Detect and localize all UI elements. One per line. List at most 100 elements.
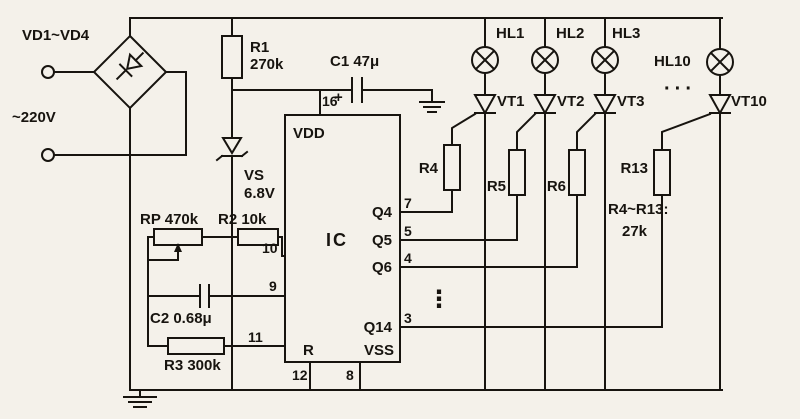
potentiometer-rp: RP 470k bbox=[140, 211, 239, 261]
lamp-hl3-cross bbox=[594, 49, 616, 71]
vt1-label: VT1 bbox=[497, 93, 525, 110]
rp-body bbox=[153, 228, 203, 246]
channel-3: HL3 VT3 R6 bbox=[547, 17, 645, 391]
lamp-hl1-cross bbox=[474, 49, 496, 71]
ground-symbol-c1 bbox=[419, 101, 445, 113]
r5-label: R5 bbox=[487, 178, 506, 195]
output-wiring bbox=[399, 189, 663, 328]
capacitor-c2: C2 0.68μ bbox=[147, 284, 286, 327]
c1-label: C1 47μ bbox=[330, 53, 379, 70]
resistor-r2: R2 10k bbox=[218, 211, 286, 257]
ic-pin-12: 12 bbox=[292, 367, 308, 383]
rp-wiper-lead bbox=[147, 250, 179, 261]
r1-name: R1 bbox=[250, 39, 269, 56]
ac-input: ~220V bbox=[12, 65, 187, 162]
ic-output-q5: Q5 bbox=[372, 232, 392, 249]
r1-value: 270k bbox=[250, 56, 284, 73]
hl2-label: HL2 bbox=[556, 25, 584, 42]
vt2-gate-wire bbox=[516, 112, 537, 151]
ic-pin-9: 9 bbox=[269, 278, 277, 294]
ic-pin-11: 11 bbox=[248, 329, 263, 345]
ac-wire-bottom bbox=[53, 71, 187, 156]
ic-output-q6: Q6 bbox=[372, 259, 392, 276]
bridge-rectifier: VD1~VD4 bbox=[22, 17, 168, 110]
annotations: R4~R13: 27k ··· ⋮ bbox=[427, 78, 696, 313]
vt10-gate-wire bbox=[661, 112, 712, 151]
outputs-ellipsis: ⋮ bbox=[427, 286, 451, 313]
thyristor-vt3-triangle bbox=[593, 94, 617, 116]
ic-pin-3: 3 bbox=[404, 310, 412, 326]
ground-symbol-main bbox=[123, 389, 157, 408]
q5-output-wire bbox=[399, 194, 518, 241]
r3-label: R3 300k bbox=[164, 357, 221, 374]
vt1-gate-wire bbox=[451, 112, 477, 146]
vs-value: 6.8V bbox=[244, 185, 275, 202]
ic-name: IC bbox=[326, 230, 348, 250]
c1-polarity-sign: + bbox=[334, 89, 343, 106]
ic-pin-8: 8 bbox=[346, 367, 354, 383]
vt10-label: VT10 bbox=[731, 93, 767, 110]
lamp-hl10-cross bbox=[709, 51, 731, 73]
r2-label: R2 10k bbox=[218, 211, 267, 228]
bridge-diode-triangle bbox=[125, 52, 144, 71]
bridge-label: VD1~VD4 bbox=[22, 27, 90, 44]
q4-output-wire bbox=[399, 189, 453, 213]
ic-pin-5: 5 bbox=[404, 223, 412, 239]
vs-name: VS bbox=[244, 167, 264, 184]
ic-block: IC VDD R VSS Q4 Q5 Q6 Q14 16 7 5 4 3 10 … bbox=[248, 93, 412, 391]
thyristor-vt10-triangle bbox=[708, 94, 732, 116]
ic-pin-7: 7 bbox=[404, 195, 412, 211]
bridge-diode-lead-bottom bbox=[115, 68, 128, 81]
c2-label: C2 0.68μ bbox=[150, 310, 212, 327]
vs-zener-wing-left bbox=[215, 154, 224, 162]
ic-body bbox=[284, 114, 401, 363]
vt3-gate-wire bbox=[576, 112, 597, 151]
vdd-node-wiring bbox=[231, 89, 433, 116]
q14-output-wire bbox=[399, 194, 663, 328]
ic-output-q4: Q4 bbox=[372, 204, 393, 221]
ic-reset-label: R bbox=[303, 342, 314, 359]
r13-body bbox=[653, 149, 671, 196]
bridge-diamond bbox=[92, 34, 168, 110]
channel-10: HL10 VT10 R13 bbox=[620, 17, 767, 391]
rp-label: RP 470k bbox=[140, 211, 199, 228]
r2-to-pin10-wire bbox=[277, 236, 286, 257]
r3-body bbox=[167, 337, 225, 355]
r1-body bbox=[221, 35, 243, 79]
channel-2: HL2 VT2 R5 bbox=[487, 17, 585, 391]
thyristor-vt2-triangle bbox=[533, 94, 557, 116]
zener-vs: VS 6.8V bbox=[215, 137, 275, 391]
r4-body bbox=[443, 144, 461, 191]
lamps-ellipsis: ··· bbox=[664, 78, 696, 100]
resistor-r3: R3 300k bbox=[147, 337, 286, 374]
hl3-label: HL3 bbox=[612, 25, 640, 42]
vs-triangle bbox=[221, 137, 243, 155]
lamp-hl2-cross bbox=[534, 49, 556, 71]
r6-body bbox=[568, 149, 586, 196]
r6-label: R6 bbox=[547, 178, 566, 195]
channel-1: HL1 VT1 R4 bbox=[419, 17, 525, 391]
ic-output-q14: Q14 bbox=[364, 319, 393, 336]
q6-output-wire bbox=[399, 194, 578, 268]
vdd-wire-right bbox=[361, 89, 433, 103]
ac-terminal-top bbox=[41, 65, 55, 79]
r13-label: R13 bbox=[620, 160, 648, 177]
hl10-label: HL10 bbox=[654, 53, 691, 70]
ic-pin-16: 16 bbox=[322, 93, 338, 109]
rp-wiper-arrow-icon bbox=[174, 243, 182, 252]
oscillator-network: RP 470k R2 10k C2 0.68μ R3 300k bbox=[140, 211, 286, 374]
hl1-label: HL1 bbox=[496, 25, 524, 42]
ic-vdd-label: VDD bbox=[293, 125, 325, 142]
ic-pin-10: 10 bbox=[262, 240, 278, 256]
vs-zener-wing-right bbox=[240, 150, 249, 158]
capacitor-c1: C1 47μ + bbox=[330, 53, 445, 113]
ac-voltage-label: ~220V bbox=[12, 109, 56, 126]
ic-pin-4: 4 bbox=[404, 250, 412, 266]
r5-body bbox=[508, 149, 526, 196]
bridge-diode-lead-top bbox=[134, 51, 145, 62]
ac-terminal-bottom bbox=[41, 148, 55, 162]
vt2-label: VT2 bbox=[557, 93, 585, 110]
gate-resistor-note-line1: R4~R13: bbox=[608, 201, 668, 218]
